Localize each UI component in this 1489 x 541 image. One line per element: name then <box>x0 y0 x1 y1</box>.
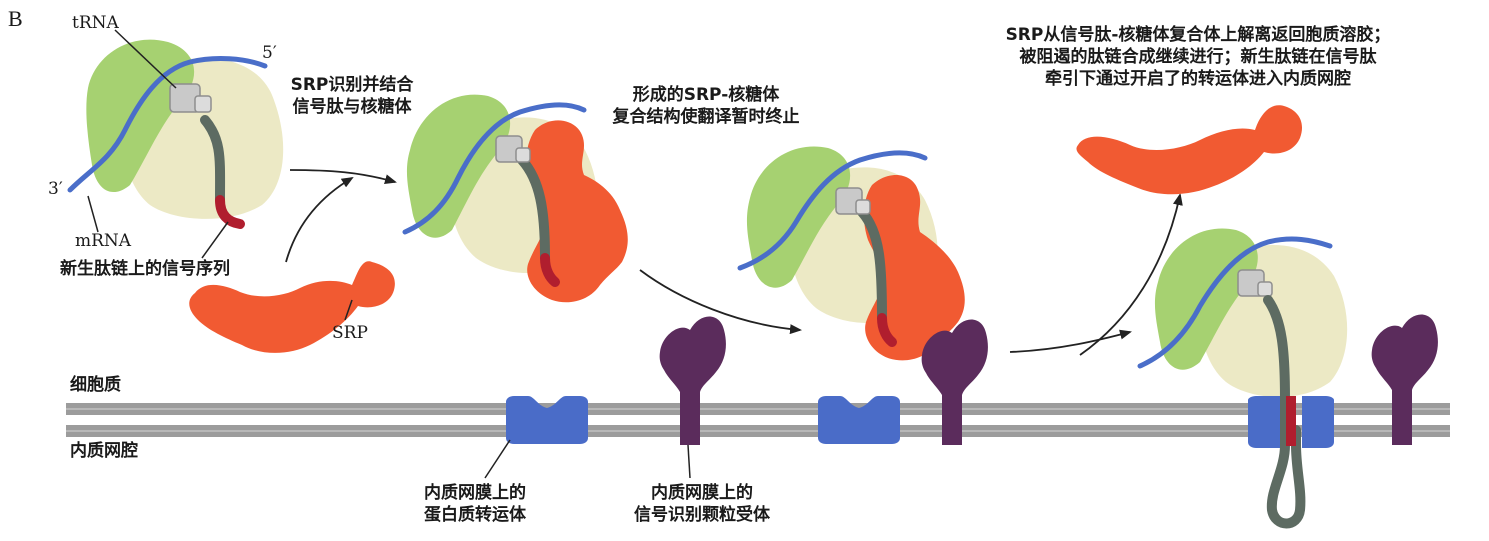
nascent-polypeptide <box>857 207 887 323</box>
srp-label: SRP <box>332 323 368 343</box>
ribosome-small-subunit <box>406 94 511 238</box>
free-srp-particle <box>189 261 395 353</box>
srp-receptor-2 <box>921 319 988 445</box>
ribosome-stage-2 <box>402 94 628 303</box>
translocon-label: 内质网膜上的 蛋白质转运体 <box>400 482 550 526</box>
arrow-srp-to-ribosome <box>285 176 354 263</box>
srp-receptor-label-line2: 信号识别颗粒受体 <box>634 505 770 525</box>
translocated-polypeptide-loop <box>1263 295 1306 529</box>
srp-receptor-label-line1: 内质网膜上的 <box>651 483 753 503</box>
bound-srp-particle <box>863 174 965 361</box>
step1-caption: SRP识别并结合 信号肽与核糖体 <box>262 74 442 118</box>
ribosome-stage-4 <box>1137 228 1348 398</box>
mrna-strand <box>67 56 268 193</box>
step1-caption-line1: SRP识别并结合 <box>290 75 414 95</box>
translocon-label-line1: 内质网膜上的 <box>424 483 526 503</box>
step2-caption-line2: 复合结构使翻译暂时终止 <box>612 107 800 127</box>
arrow-step1-to-step2 <box>289 169 397 185</box>
step3-caption: SRP从信号肽-核糖体复合体上解离返回胞质溶胶； 被阻遏的肽链合成继续进行；新生… <box>948 24 1448 90</box>
er-membrane <box>66 403 1450 437</box>
signal-sequence <box>540 253 560 287</box>
trna-label: tRNA <box>72 13 119 33</box>
step3-caption-line2: 被阻遏的肽链合成继续进行；新生肽链在信号肽 <box>1019 47 1377 67</box>
bound-srp-particle <box>526 120 628 303</box>
srp-receptor-1 <box>659 316 726 445</box>
translocon-1 <box>506 396 588 444</box>
step1-caption-line2: 信号肽与核糖体 <box>292 97 412 117</box>
arrow-srp-release <box>1079 193 1183 356</box>
ribosome-small-subunit <box>86 39 195 193</box>
signal-sequence <box>215 195 245 229</box>
step3-caption-line1: SRP从信号肽-核糖体复合体上解离返回胞质溶胶； <box>1005 25 1391 45</box>
translocon-label-line2: 蛋白质转运体 <box>424 505 526 525</box>
step3-caption-line3: 牵引下通过开启了的转运体进入内质网腔 <box>1045 69 1351 89</box>
ribosome-stage-3 <box>737 146 965 361</box>
mrna-strand <box>402 102 587 235</box>
mrna-label: mRNA <box>75 231 132 251</box>
panel-letter: B <box>8 6 23 31</box>
srp-receptor-3 <box>1371 314 1438 445</box>
signal-sequence-label: 新生肽链上的信号序列 <box>60 259 230 279</box>
er-lumen-label: 内质网腔 <box>70 441 138 461</box>
ribosome-stage-1 <box>67 29 284 259</box>
cytosol-label: 细胞质 <box>70 375 121 395</box>
translocon-2 <box>818 396 900 444</box>
released-srp-particle <box>1076 105 1303 195</box>
step2-caption: 形成的SRP-核糖体 复合结构使翻译暂时终止 <box>586 84 826 128</box>
translocon-3-open <box>1248 396 1334 448</box>
mrna-3prime-label: 3′ <box>48 179 63 199</box>
srp-receptor-label: 内质网膜上的 信号识别颗粒受体 <box>612 482 792 526</box>
nascent-polypeptide <box>517 155 550 263</box>
mrna-strand <box>737 150 928 271</box>
mrna-5prime-label: 5′ <box>262 43 277 63</box>
arrow-step2-to-step3 <box>639 269 802 335</box>
step2-caption-line1: 形成的SRP-核糖体 <box>632 85 780 105</box>
mrna-strand <box>1137 236 1333 369</box>
nascent-polypeptide <box>200 115 226 205</box>
signal-sequence <box>877 313 897 347</box>
arrow-step3-to-step4 <box>1009 329 1132 353</box>
